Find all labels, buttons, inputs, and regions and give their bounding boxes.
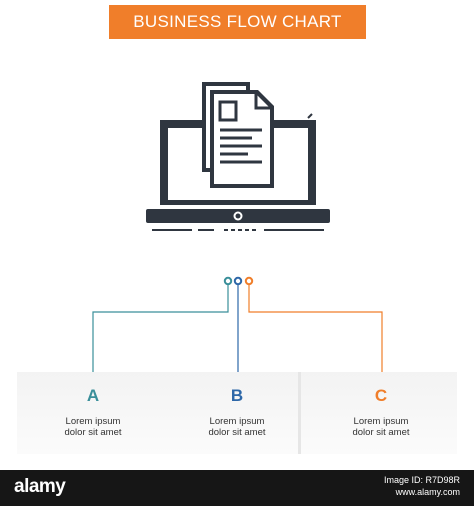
title-banner: BUSINESS FLOW CHART xyxy=(109,5,366,39)
step-letter-a: A xyxy=(86,386,100,405)
laptop-with-document-icon xyxy=(146,82,330,231)
step-text-a: Lorem ipsum dolor sit amet xyxy=(17,416,169,438)
stock-site: www.alamy.com xyxy=(395,487,460,497)
chart-title: BUSINESS FLOW CHART xyxy=(133,12,342,31)
step-letter-c: C xyxy=(374,386,388,405)
step-text-c-line1: Lorem ipsum xyxy=(353,416,409,427)
step-card-b: B Lorem ipsum dolor sit amet xyxy=(161,372,313,454)
step-text-c-line2: dolor sit amet xyxy=(352,427,410,438)
flow-connectors xyxy=(92,276,383,372)
step-letter-b: B xyxy=(230,386,244,405)
step-text-a-line2: dolor sit amet xyxy=(64,427,122,438)
alamy-logo: alamy xyxy=(14,476,66,497)
step-text-b: Lorem ipsum dolor sit amet xyxy=(161,416,313,438)
step-card-c: C Lorem ipsum dolor sit amet xyxy=(305,372,457,454)
step-card-a: A Lorem ipsum dolor sit amet xyxy=(17,372,169,454)
stock-image-info: Image ID: R7D98R www.alamy.com xyxy=(384,474,460,498)
node-a xyxy=(223,276,233,286)
card-divider xyxy=(298,372,301,454)
step-text-b-line2: dolor sit amet xyxy=(208,427,266,438)
step-text-a-line1: Lorem ipsum xyxy=(65,416,121,427)
connector-c xyxy=(248,284,383,372)
step-text-c: Lorem ipsum dolor sit amet xyxy=(305,416,457,438)
connector-a xyxy=(92,284,229,372)
step-text-b-line1: Lorem ipsum xyxy=(209,416,265,427)
image-id: Image ID: R7D98R xyxy=(383,475,460,485)
node-b xyxy=(233,276,243,286)
node-c xyxy=(244,276,254,286)
stock-footer-bar: alamy Image ID: R7D98R www.alamy.com xyxy=(0,470,474,506)
